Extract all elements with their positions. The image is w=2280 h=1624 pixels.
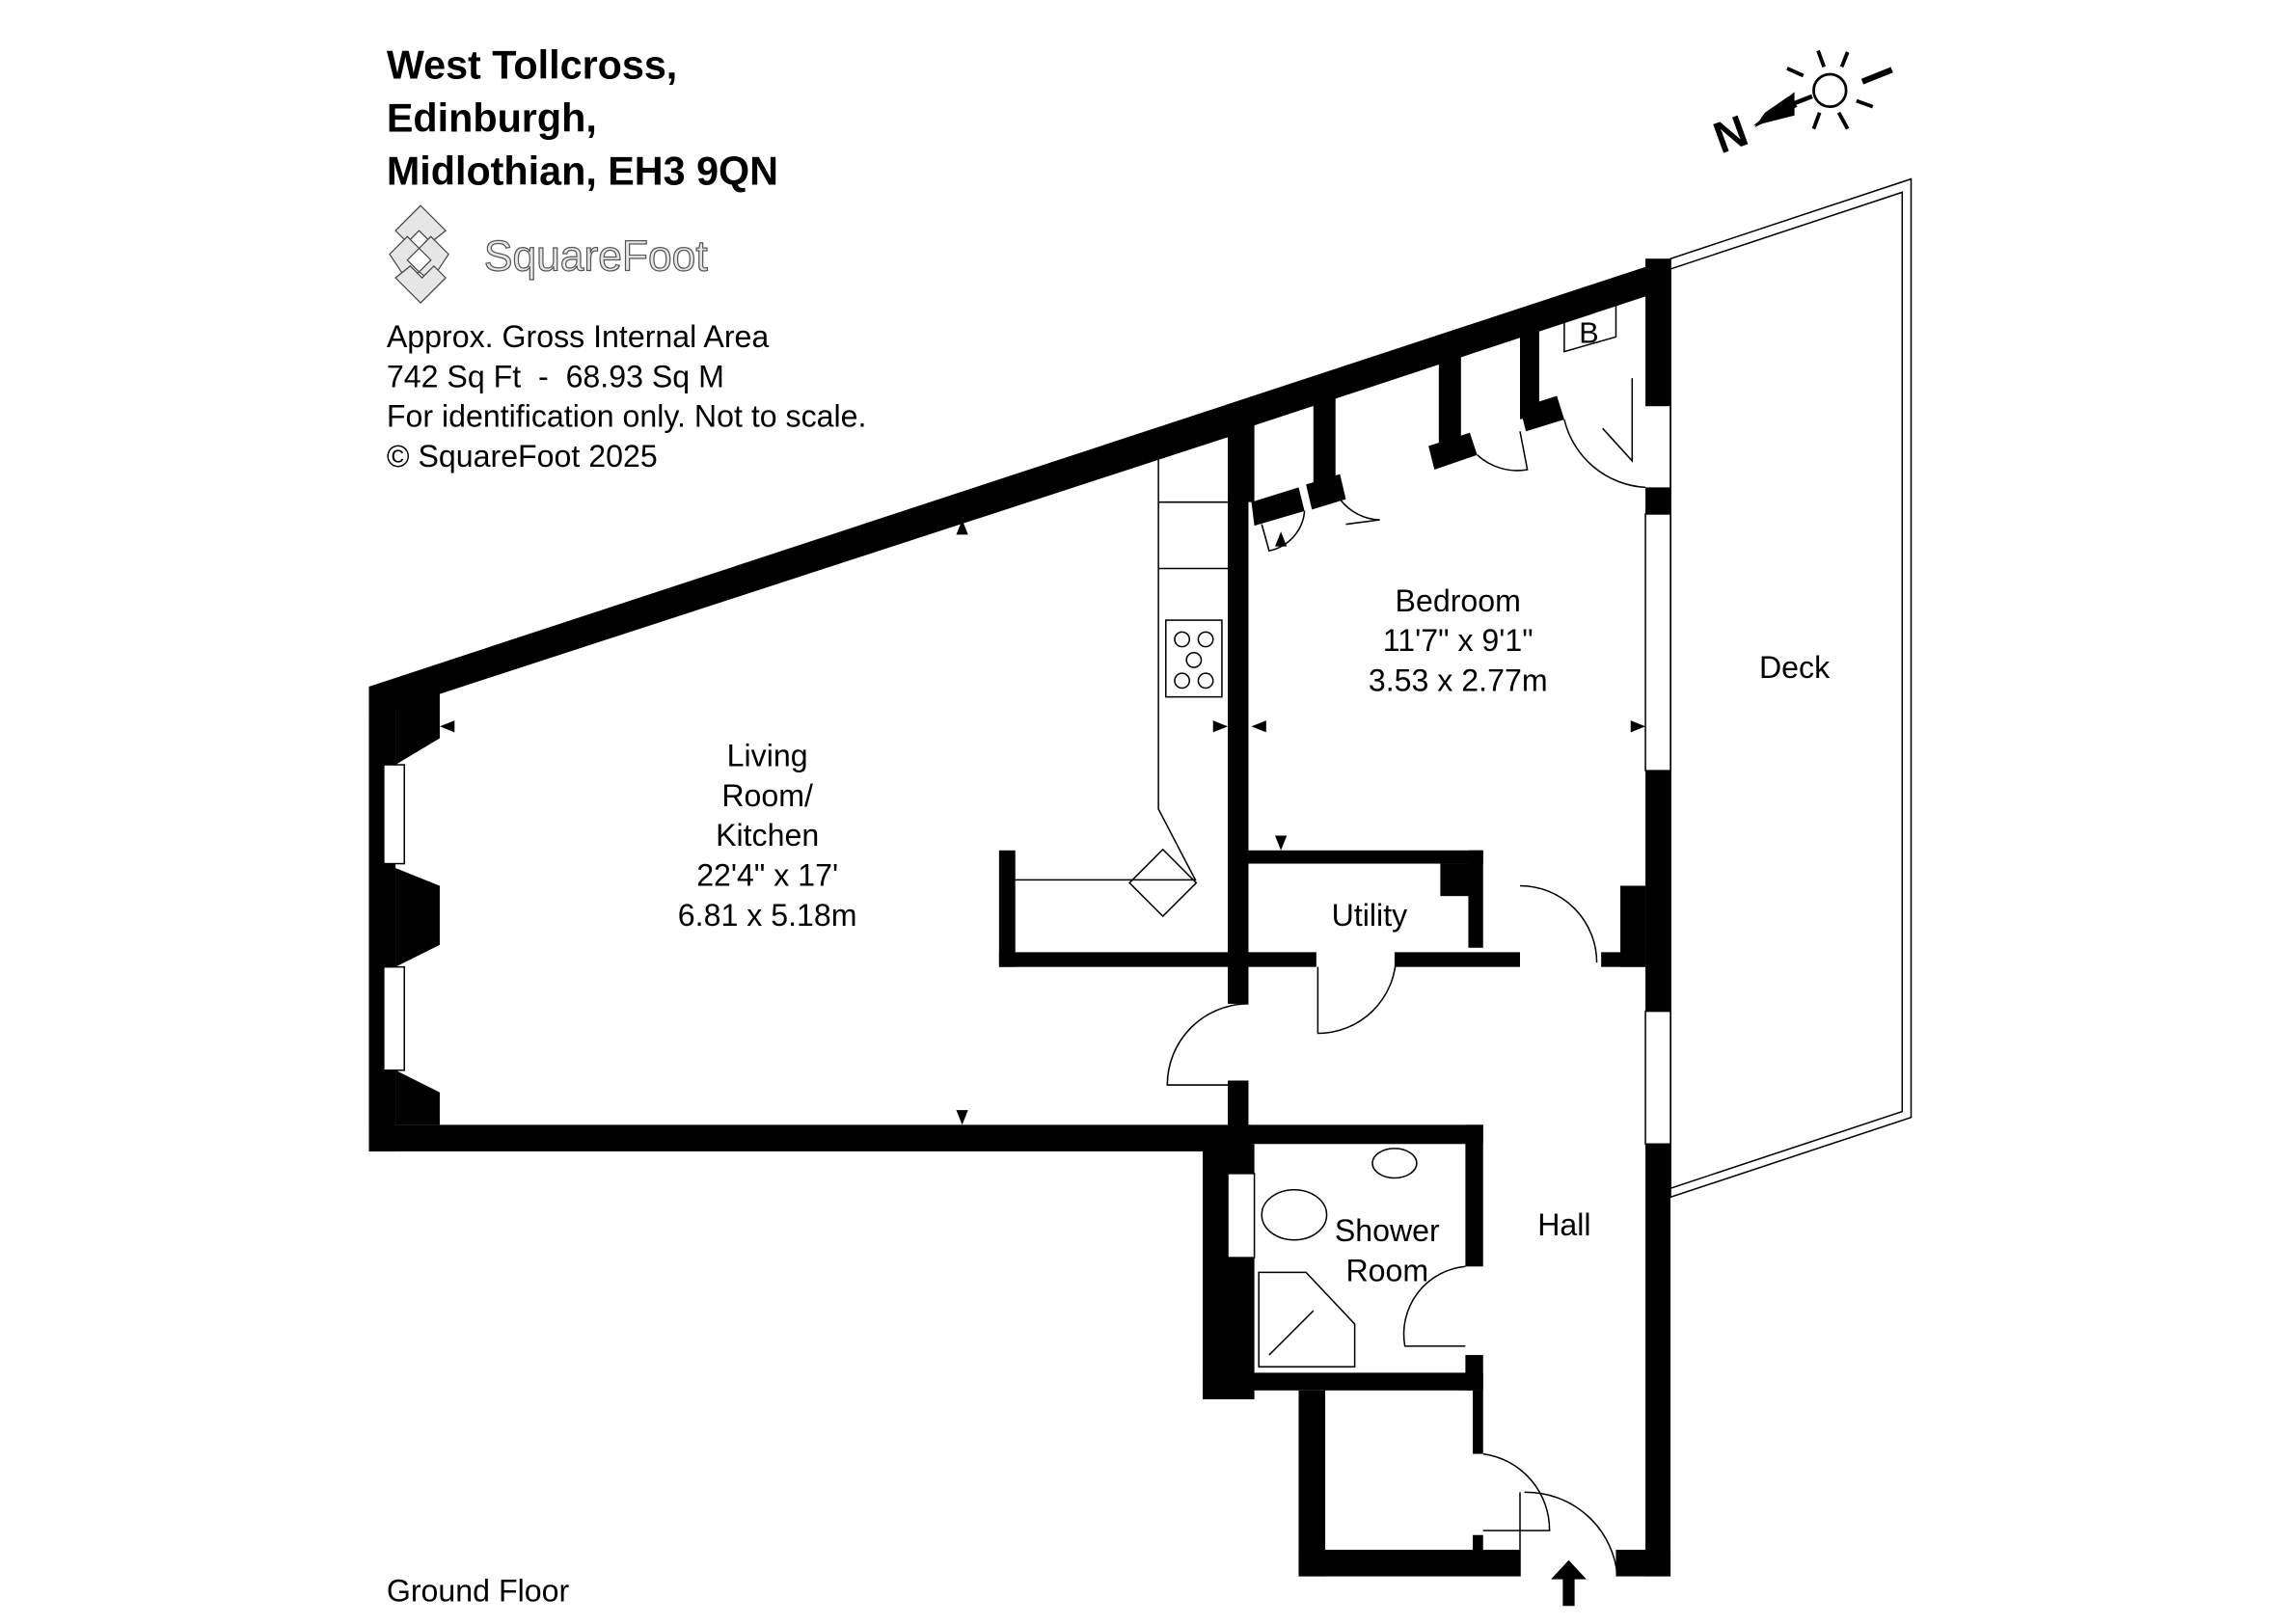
logo-mark-icon (389, 204, 449, 304)
living-name-1: Living (727, 739, 808, 773)
deck-outline (1669, 177, 1913, 1199)
room-bedroom: Bedroom 11'7" x 9'1" 3.53 x 2.77m (1369, 583, 1548, 698)
sun-icon (1786, 49, 1893, 130)
area-value: 742 Sq Ft - 68.93 Sq M (387, 359, 724, 393)
living-metric: 6.81 x 5.18m (678, 898, 857, 933)
living-imperial: 22'4" x 17' (696, 858, 838, 893)
shower-tray-icon (1258, 1271, 1356, 1368)
room-utility: Utility (1332, 898, 1408, 933)
living-name-2: Room/ (721, 778, 813, 813)
toilet-icon (1261, 1188, 1328, 1241)
door-swings (1166, 378, 1646, 1577)
walls (368, 258, 1671, 1577)
info-block: Approx. Gross Internal Area 742 Sq Ft - … (387, 319, 867, 474)
room-shower-2: Room (1345, 1254, 1428, 1288)
address-line-1: West Tollcross, (387, 43, 677, 88)
north-label: N (1707, 105, 1754, 163)
room-shower-1: Shower (1335, 1213, 1440, 1248)
logo-text: SquareFoot (484, 232, 708, 280)
area-label: Approx. Gross Internal Area (387, 319, 770, 354)
entrance-arrow-icon (1551, 1559, 1587, 1607)
boiler-label: B (1579, 316, 1598, 349)
boiler: B (1563, 291, 1617, 353)
squarefoot-logo: SquareFoot (389, 204, 708, 304)
bedroom-name: Bedroom (1396, 583, 1521, 618)
address-block: West Tollcross, Edinburgh, Midlothian, E… (387, 43, 778, 194)
compass: N (1707, 49, 1893, 163)
bedroom-imperial: 11'7" x 9'1" (1383, 623, 1534, 658)
room-living-kitchen: Living Room/ Kitchen 22'4" x 17' 6.81 x … (678, 739, 857, 933)
floor-label: Ground Floor (387, 1574, 570, 1609)
dimension-arrows (439, 520, 1646, 1125)
room-deck: Deck (1759, 650, 1831, 685)
disclaimer: For identification only. Not to scale. (387, 399, 867, 434)
basin-icon (1371, 1148, 1418, 1179)
room-hall: Hall (1537, 1207, 1590, 1242)
bathroom-fittings (1258, 1148, 1418, 1368)
sink-icon (1128, 848, 1198, 918)
copyright: © SquareFoot 2025 (387, 439, 658, 474)
address-line-2: Edinburgh, (387, 96, 597, 141)
north-arrow-icon (1752, 92, 1813, 128)
living-name-3: Kitchen (716, 818, 819, 853)
bedroom-metric: 3.53 x 2.77m (1369, 663, 1548, 698)
hob-icon (1165, 619, 1223, 698)
kitchen-counter (1015, 451, 1229, 918)
address-line-3: Midlothian, EH3 9QN (387, 149, 778, 194)
